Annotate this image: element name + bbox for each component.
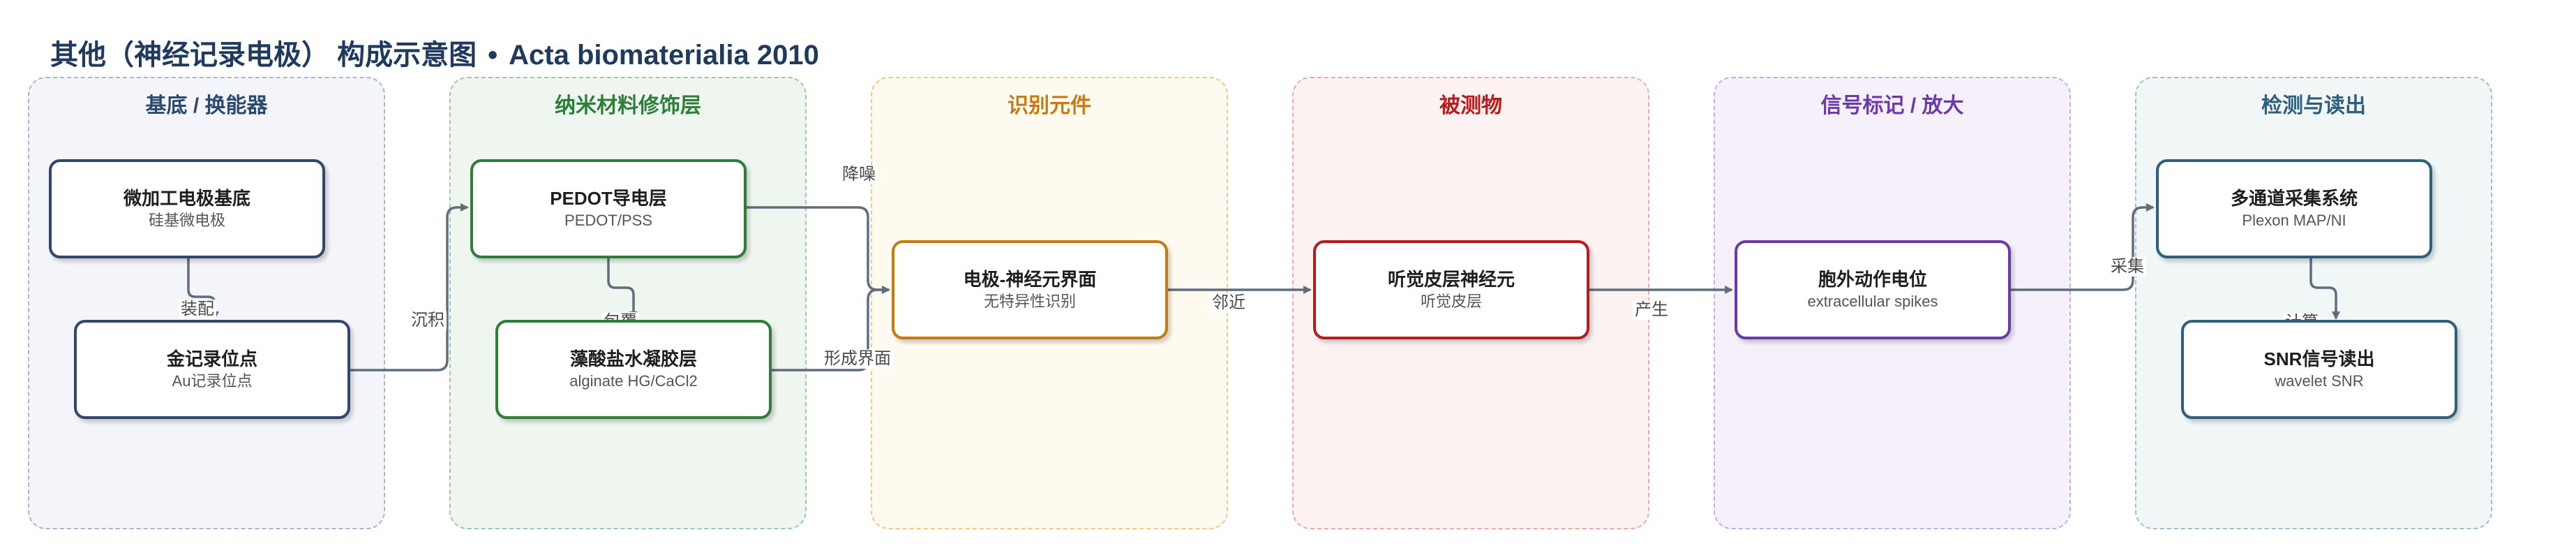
lane-title-readout: 检测与读出	[2261, 94, 2366, 117]
edge-label-assemble: 装配	[179, 300, 216, 319]
edge-n8-n9	[2309, 258, 2340, 320]
lane-title-signal: 信号标记 / 放大	[1820, 94, 1964, 117]
node-gold-site: 金记录位点 Au记录位点	[74, 320, 350, 419]
node-subtitle: Au记录位点	[172, 372, 253, 390]
node-multichannel-acquisition: 多通道采集系统 Plexon MAP/NI	[2156, 159, 2432, 258]
edge-n2-n3	[349, 203, 469, 372]
node-title: SNR信号读出	[2263, 348, 2375, 369]
node-snr-readout: SNR信号读出 wavelet SNR	[2181, 320, 2457, 419]
node-alginate-hydrogel: 藻酸盐水凝胶层 alginate HG/CaCl2	[495, 320, 772, 419]
node-subtitle: Plexon MAP/NI	[2242, 212, 2346, 229]
edge-n7-n8	[2008, 203, 2155, 291]
diagram-title: 其他（神经记录电极） 构成示意图 • Acta biomaterialia 2010	[50, 32, 819, 73]
diagram-title-main: 其他（神经记录电极） 构成示意图	[50, 40, 477, 71]
edge-n3-n4	[607, 258, 638, 320]
lane-title-substrate: 基底 / 换能器	[145, 94, 268, 117]
node-title: 听觉皮层神经元	[1387, 269, 1515, 290]
diagram-title-source: Acta biomaterialia 2010	[509, 40, 819, 71]
edge-label-interface: 形成界面	[822, 349, 893, 369]
node-subtitle: extracellular spikes	[1807, 293, 1938, 310]
edge-label-denoise: 降噪	[840, 165, 878, 184]
title-separator: •	[488, 40, 498, 71]
node-auditory-cortex-neurons: 听觉皮层神经元 听觉皮层	[1313, 240, 1589, 339]
lane-title-nanomaterial: 纳米材料修饰层	[555, 94, 701, 117]
node-title: 胞外动作电位	[1818, 269, 1927, 290]
lane-title-analyte: 被测物	[1439, 94, 1502, 117]
node-subtitle: PEDOT/PSS	[564, 212, 652, 229]
node-subtitle: 无特异性识别	[983, 293, 1076, 310]
node-title: 微加工电极基底	[123, 188, 250, 209]
node-microfab-substrate: 微加工电极基底 硅基微电极	[49, 159, 325, 258]
edge-label-proximity: 邻近	[1210, 293, 1248, 313]
lane-nanomaterial	[449, 77, 807, 529]
node-title: 金记录位点	[166, 348, 257, 369]
edge-label-generate: 产生	[1633, 300, 1670, 320]
edge-label-acquire: 采集	[2109, 257, 2146, 277]
edge-n4-n5	[770, 286, 890, 372]
node-subtitle: alginate HG/CaCl2	[569, 372, 698, 390]
lane-readout	[2135, 77, 2492, 529]
node-subtitle: 硅基微电极	[148, 212, 225, 229]
node-subtitle: wavelet SNR	[2275, 372, 2364, 390]
lane-title-recognition: 识别元件	[1008, 94, 1091, 117]
node-title: 多通道采集系统	[2230, 188, 2358, 209]
node-subtitle: 听觉皮层	[1420, 293, 1482, 310]
node-title: PEDOT导电层	[550, 188, 667, 209]
node-title: 藻酸盐水凝胶层	[569, 348, 697, 369]
node-title: 电极-神经元界面	[963, 269, 1097, 290]
edge-n3-n5	[745, 206, 890, 294]
edge-label-deposit: 沉积	[409, 311, 447, 330]
node-pedot-layer: PEDOT导电层 PEDOT/PSS	[470, 159, 747, 258]
node-electrode-neuron-interface: 电极-神经元界面 无特异性识别	[892, 240, 1168, 339]
node-extracellular-spikes: 胞外动作电位 extracellular spikes	[1735, 240, 2011, 339]
